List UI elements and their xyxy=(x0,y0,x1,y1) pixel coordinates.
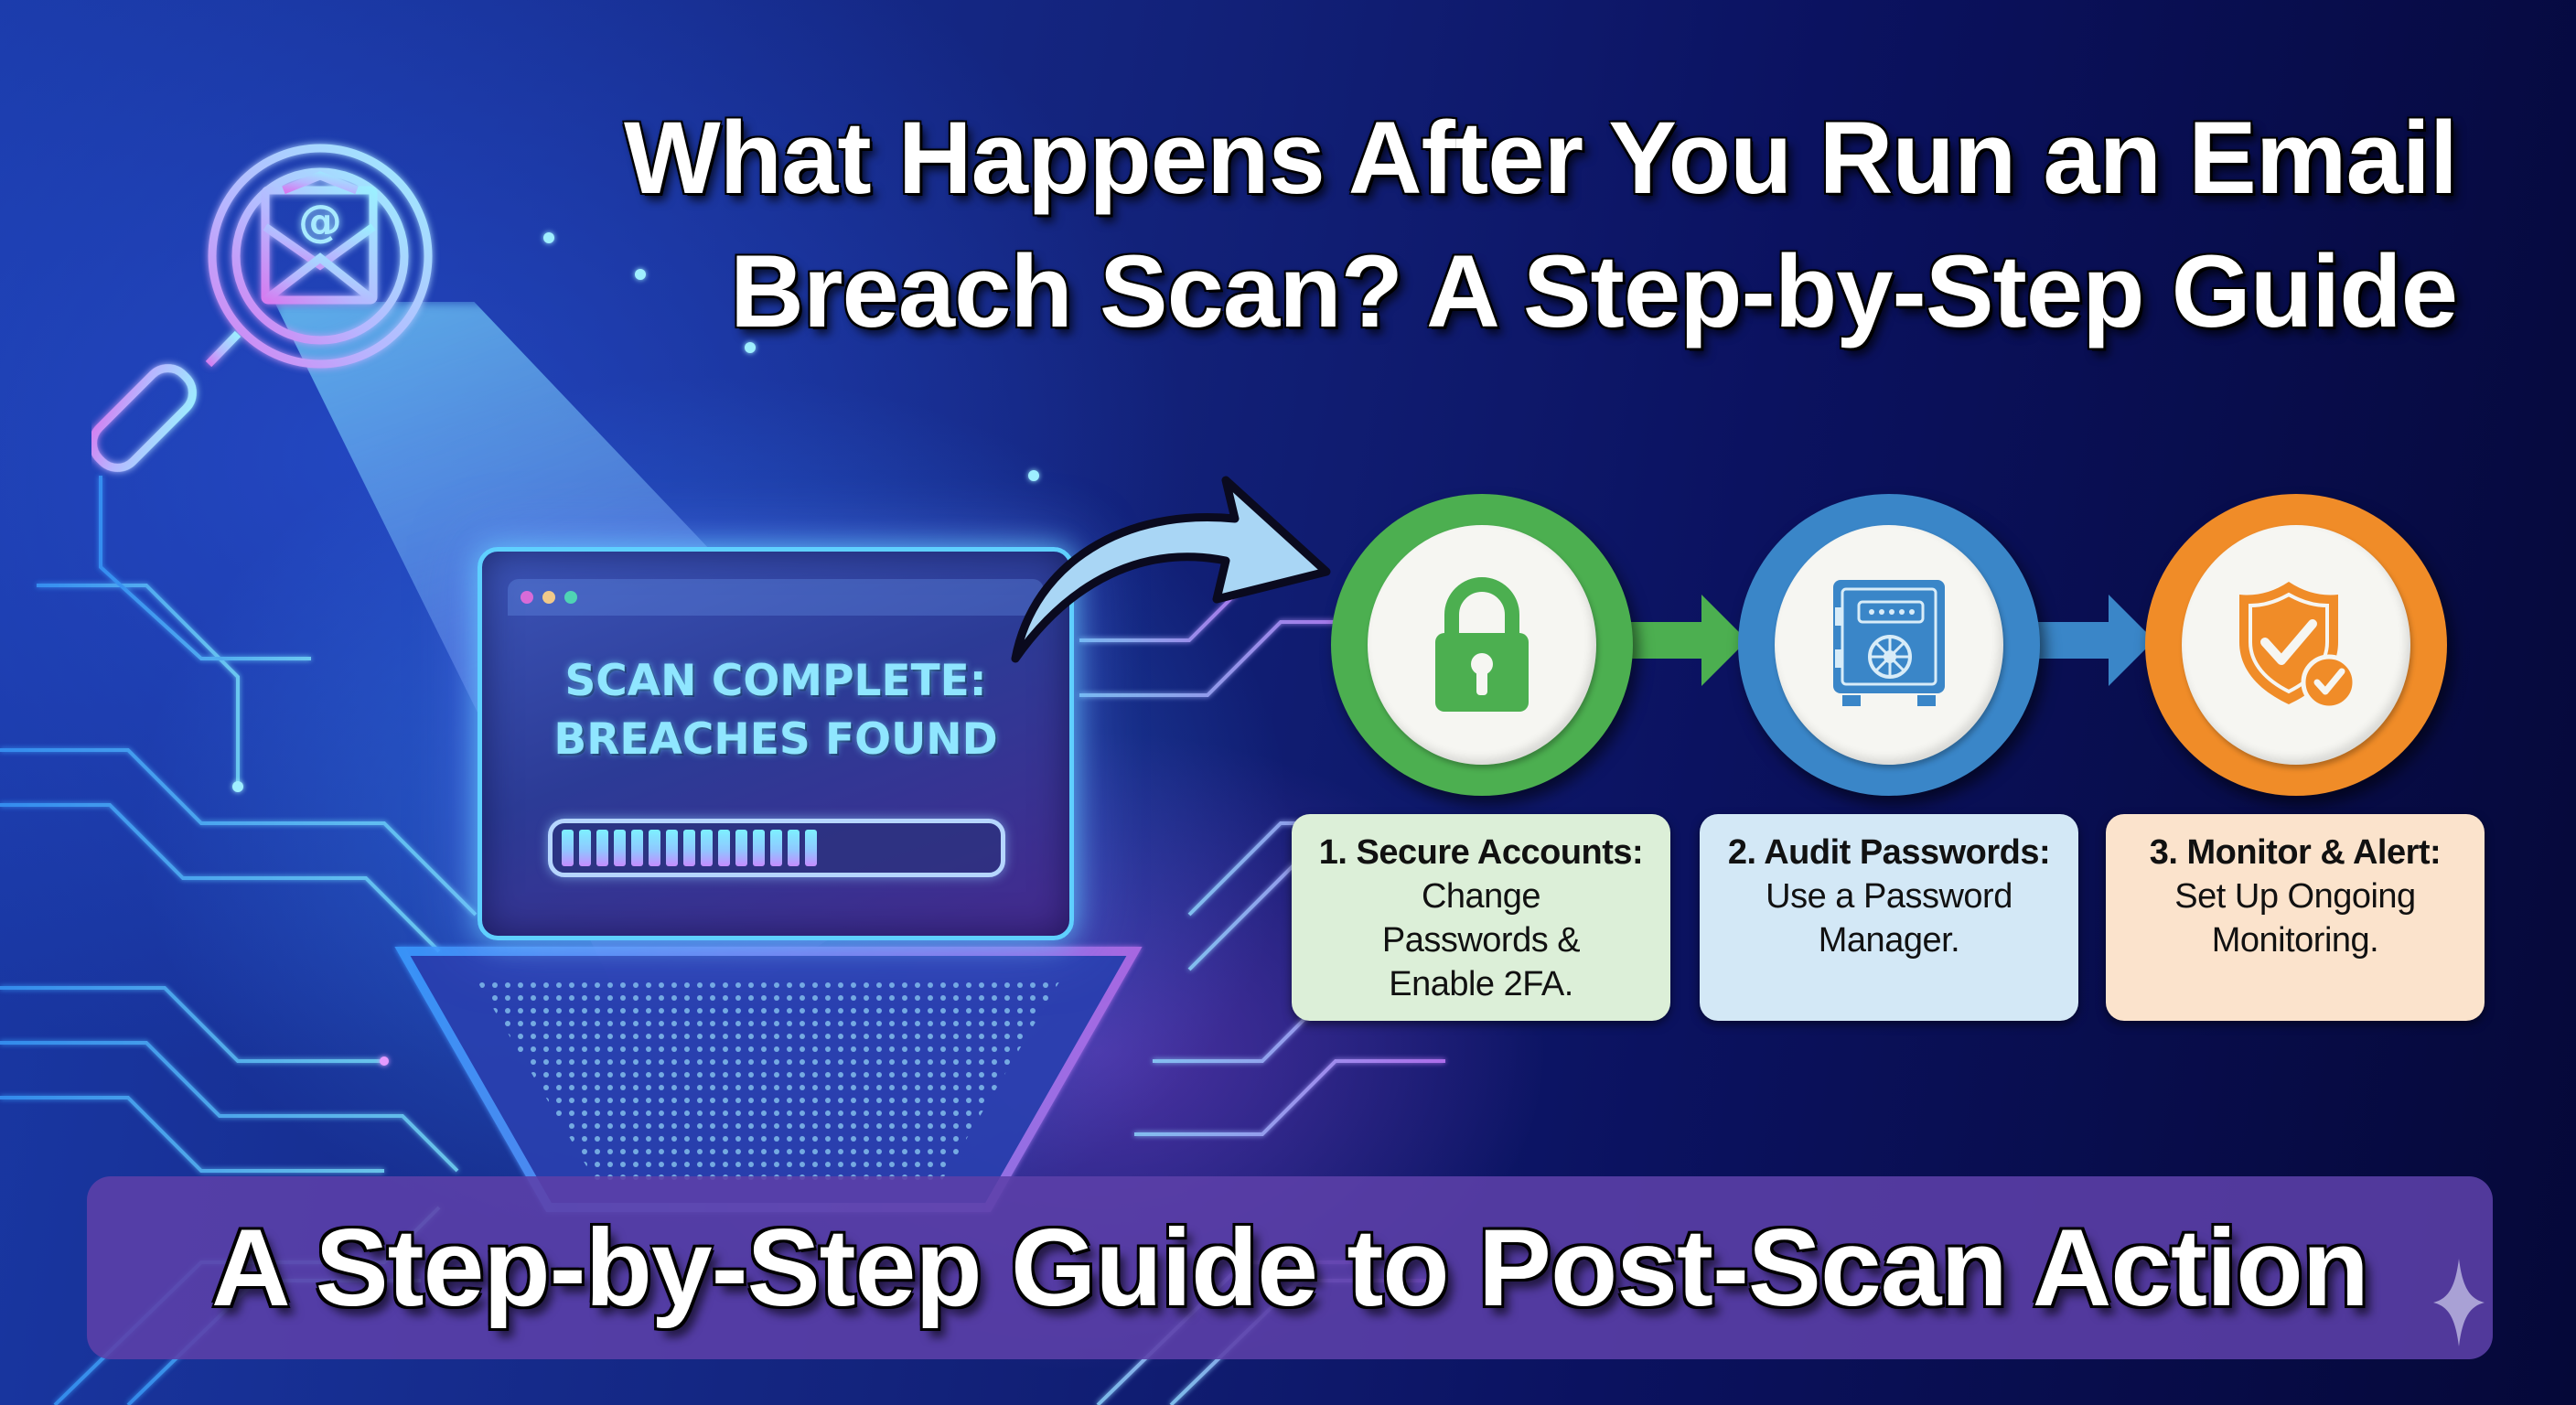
step-1-body-line: Passwords & xyxy=(1381,921,1581,960)
safe-vault-icon xyxy=(1833,580,1945,706)
progress-segment xyxy=(753,830,765,866)
step-2-body-line: Use a Password xyxy=(1766,877,2012,916)
curved-arrow-right-icon xyxy=(1011,476,1331,663)
step-3-card: 3. Monitor & Alert: Set Up Ongoing Monit… xyxy=(2106,814,2485,1021)
bottom-banner: A Step-by-Step Guide to Post-Scan Action xyxy=(87,1176,2493,1359)
progress-segment xyxy=(683,830,695,866)
progress-segment xyxy=(805,830,817,866)
step-3-body-line: Set Up Ongoing xyxy=(2174,877,2416,916)
step-connector-arrow-2 xyxy=(2017,595,2154,686)
window-title-bar xyxy=(508,579,1044,616)
title-line-2: Breach Scan? A Step-by-Step Guide xyxy=(730,234,2458,349)
progress-segment xyxy=(770,830,782,866)
step-2-heading: 2. Audit Passwords: xyxy=(1727,833,2051,872)
window-dot-maximize xyxy=(564,591,577,604)
progress-segment xyxy=(788,830,800,866)
step-2-circle xyxy=(1738,494,2040,796)
step-1-heading: 1. Secure Accounts: xyxy=(1318,833,1644,872)
progress-segment xyxy=(596,830,608,866)
title-line-1: What Happens After You Run an Email xyxy=(623,101,2458,215)
step-3-body-line: Monitoring. xyxy=(2211,921,2379,960)
step-3-circle xyxy=(2145,494,2447,796)
scan-status-line1: SCAN COMPLETE: xyxy=(564,656,987,706)
padlock-icon xyxy=(1435,577,1529,712)
progress-segment xyxy=(562,830,574,866)
progress-segment xyxy=(631,830,643,866)
svg-text:@: @ xyxy=(298,196,342,247)
step-1-body-line: Enable 2FA. xyxy=(1389,965,1573,1003)
scan-progress-bar xyxy=(548,819,1005,877)
window-dot-minimize xyxy=(542,591,555,604)
progress-segment xyxy=(579,830,591,866)
scan-status-line2: BREACHES FOUND xyxy=(553,714,998,765)
shield-check-icon xyxy=(2239,582,2357,711)
step-2-card: 2. Audit Passwords: Use a Password Manag… xyxy=(1700,814,2078,1021)
scan-status-text: SCAN COMPLETE: BREACHES FOUND xyxy=(482,652,1069,769)
step-1-circle xyxy=(1331,494,1633,796)
progress-segment xyxy=(666,830,678,866)
progress-segment xyxy=(718,830,730,866)
scan-result-window: SCAN COMPLETE: BREACHES FOUND xyxy=(478,547,1074,940)
progress-segment xyxy=(649,830,660,866)
step-connector-arrow-1 xyxy=(1610,595,1747,686)
chip-platform xyxy=(394,947,1143,1212)
sparkle-icon xyxy=(2433,1259,2485,1346)
step-1-card: 1. Secure Accounts: Change Passwords & E… xyxy=(1292,814,1670,1021)
magnifier-with-email-at-icon: @ xyxy=(91,144,433,472)
page-title: What Happens After You Run an Email Brea… xyxy=(582,91,2458,359)
step-3-heading: 3. Monitor & Alert: xyxy=(2149,833,2442,872)
banner-text: A Step-by-Step Guide to Post-Scan Action xyxy=(211,1207,2369,1329)
step-1-body-line: Change xyxy=(1421,877,1541,916)
progress-segment xyxy=(701,830,713,866)
step-2-body-line: Manager. xyxy=(1818,921,1960,960)
progress-segment xyxy=(735,830,747,866)
window-dot-close xyxy=(521,591,533,604)
progress-segment xyxy=(614,830,626,866)
